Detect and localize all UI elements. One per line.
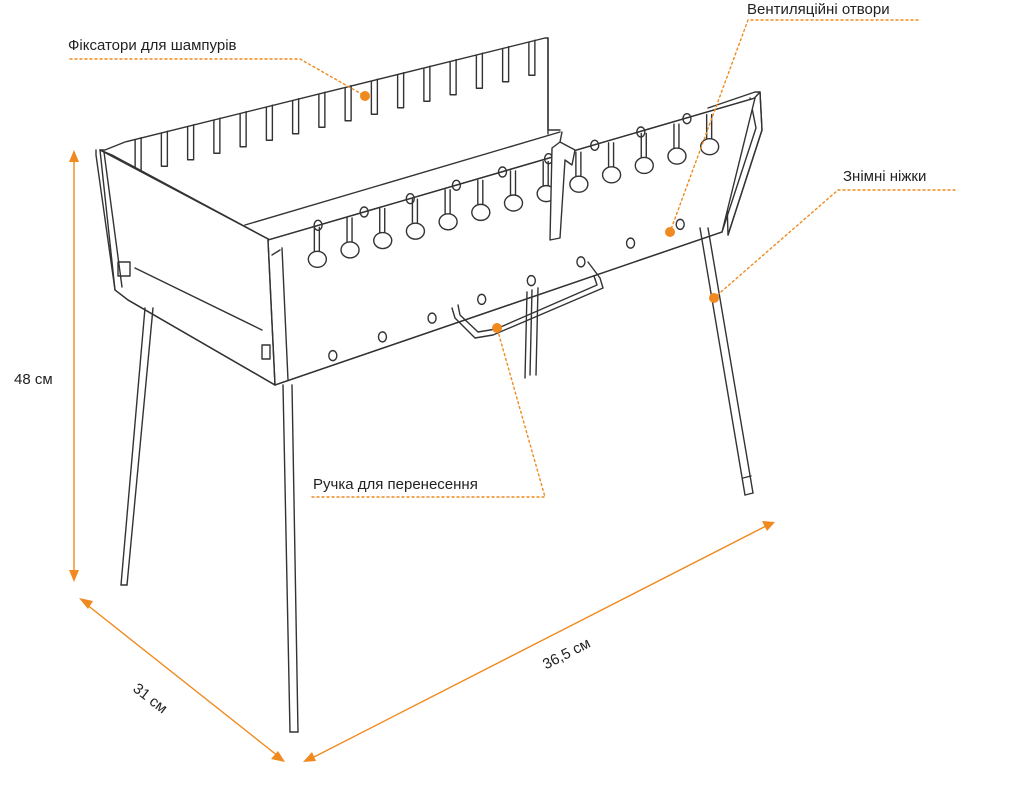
inner-floor-line — [244, 131, 561, 226]
leader-carry-handle — [311, 327, 546, 498]
skewer-notch — [344, 85, 352, 122]
skewer-slot — [379, 207, 386, 234]
skewer-slot-end — [307, 250, 328, 269]
vent-hole — [675, 218, 685, 231]
skewer-slot-end — [405, 222, 426, 240]
vent-hole — [377, 331, 388, 343]
front-skewer-slots — [307, 113, 720, 269]
skewer-notch — [186, 124, 195, 161]
skewer-slot-end — [471, 203, 491, 222]
skewer-notch — [528, 39, 536, 76]
length-arrow-start — [303, 752, 316, 762]
skewer-slot-end — [373, 231, 393, 250]
height-arrow-top — [69, 150, 79, 162]
vent-hole — [636, 126, 646, 138]
depth-arrow-end — [271, 751, 285, 762]
skewer-slot-end — [569, 175, 589, 193]
skewer-notch — [396, 72, 405, 109]
skewer-slot-end — [601, 166, 622, 184]
legs — [120, 227, 754, 733]
skewer-slot — [313, 226, 321, 253]
skewer-slot — [575, 151, 582, 177]
left-side-panel — [95, 149, 276, 386]
dot-vent-holes — [665, 227, 675, 237]
vent-hole — [359, 206, 369, 218]
skewer-slot — [509, 170, 517, 196]
callout-leaders — [69, 19, 956, 498]
skewer-notch — [370, 78, 379, 115]
label-removable-legs: Знімні ніжки — [843, 168, 927, 185]
dot-carry-handle — [492, 323, 502, 333]
skewer-slot-end — [634, 156, 654, 175]
label-skewer-holders: Фіксатори для шампурів — [68, 37, 237, 54]
vent-hole — [625, 237, 636, 249]
skewer-slot — [444, 189, 451, 215]
skewer-slot — [673, 123, 680, 149]
skewer-notch — [239, 111, 247, 148]
skewer-notch — [160, 130, 169, 167]
skewer-slot-end — [667, 147, 687, 165]
depth-arrow-start — [79, 598, 93, 609]
length-dimension-line — [311, 525, 767, 759]
skewer-notch — [423, 65, 431, 102]
skewer-slot — [607, 142, 615, 168]
height-arrow-bottom — [69, 570, 79, 582]
skewer-slot-end — [340, 241, 360, 259]
carry-handle-drawing — [451, 261, 604, 376]
dimension-arrows — [69, 150, 775, 762]
vent-hole — [590, 139, 600, 152]
leader-removable-legs — [713, 189, 956, 299]
depth-dimension-line — [85, 603, 279, 757]
skewer-slot-end — [503, 194, 524, 212]
inner-bracket — [549, 131, 576, 241]
vent-hole — [682, 112, 692, 125]
vent-hole — [313, 219, 323, 232]
label-carry-handle: Ручка для перенесення — [313, 476, 478, 493]
vent-hole — [451, 179, 462, 192]
vent-hole — [427, 312, 437, 324]
dot-skewer-holders — [360, 91, 370, 101]
vent-hole — [576, 256, 586, 268]
dot-removable-legs — [709, 293, 719, 303]
skewer-slot — [346, 217, 353, 243]
vent-hole — [526, 274, 537, 287]
leader-skewer-holders — [69, 58, 366, 97]
vent-hole — [328, 349, 338, 362]
vent-hole — [476, 293, 487, 306]
front-panel — [267, 97, 756, 386]
skewer-slot-end — [438, 213, 458, 231]
skewer-notches — [134, 39, 536, 174]
vent-holes — [313, 112, 692, 362]
skewer-notch — [449, 59, 457, 96]
skewer-notch — [318, 91, 326, 128]
skewer-notch — [213, 117, 221, 154]
skewer-notch — [265, 104, 274, 141]
label-height: 48 см — [14, 371, 53, 388]
skewer-notch — [501, 46, 510, 83]
vent-hole — [405, 192, 415, 205]
skewer-slot — [477, 179, 484, 206]
length-arrow-end — [762, 521, 775, 531]
vent-hole — [497, 166, 508, 178]
leader-vent-holes — [669, 19, 919, 233]
skewer-slot — [542, 160, 549, 187]
skewer-notch — [291, 98, 300, 135]
label-vent-holes: Вентиляційні отвори — [747, 1, 890, 18]
back-panel — [99, 37, 561, 151]
skewer-notch — [475, 52, 484, 89]
